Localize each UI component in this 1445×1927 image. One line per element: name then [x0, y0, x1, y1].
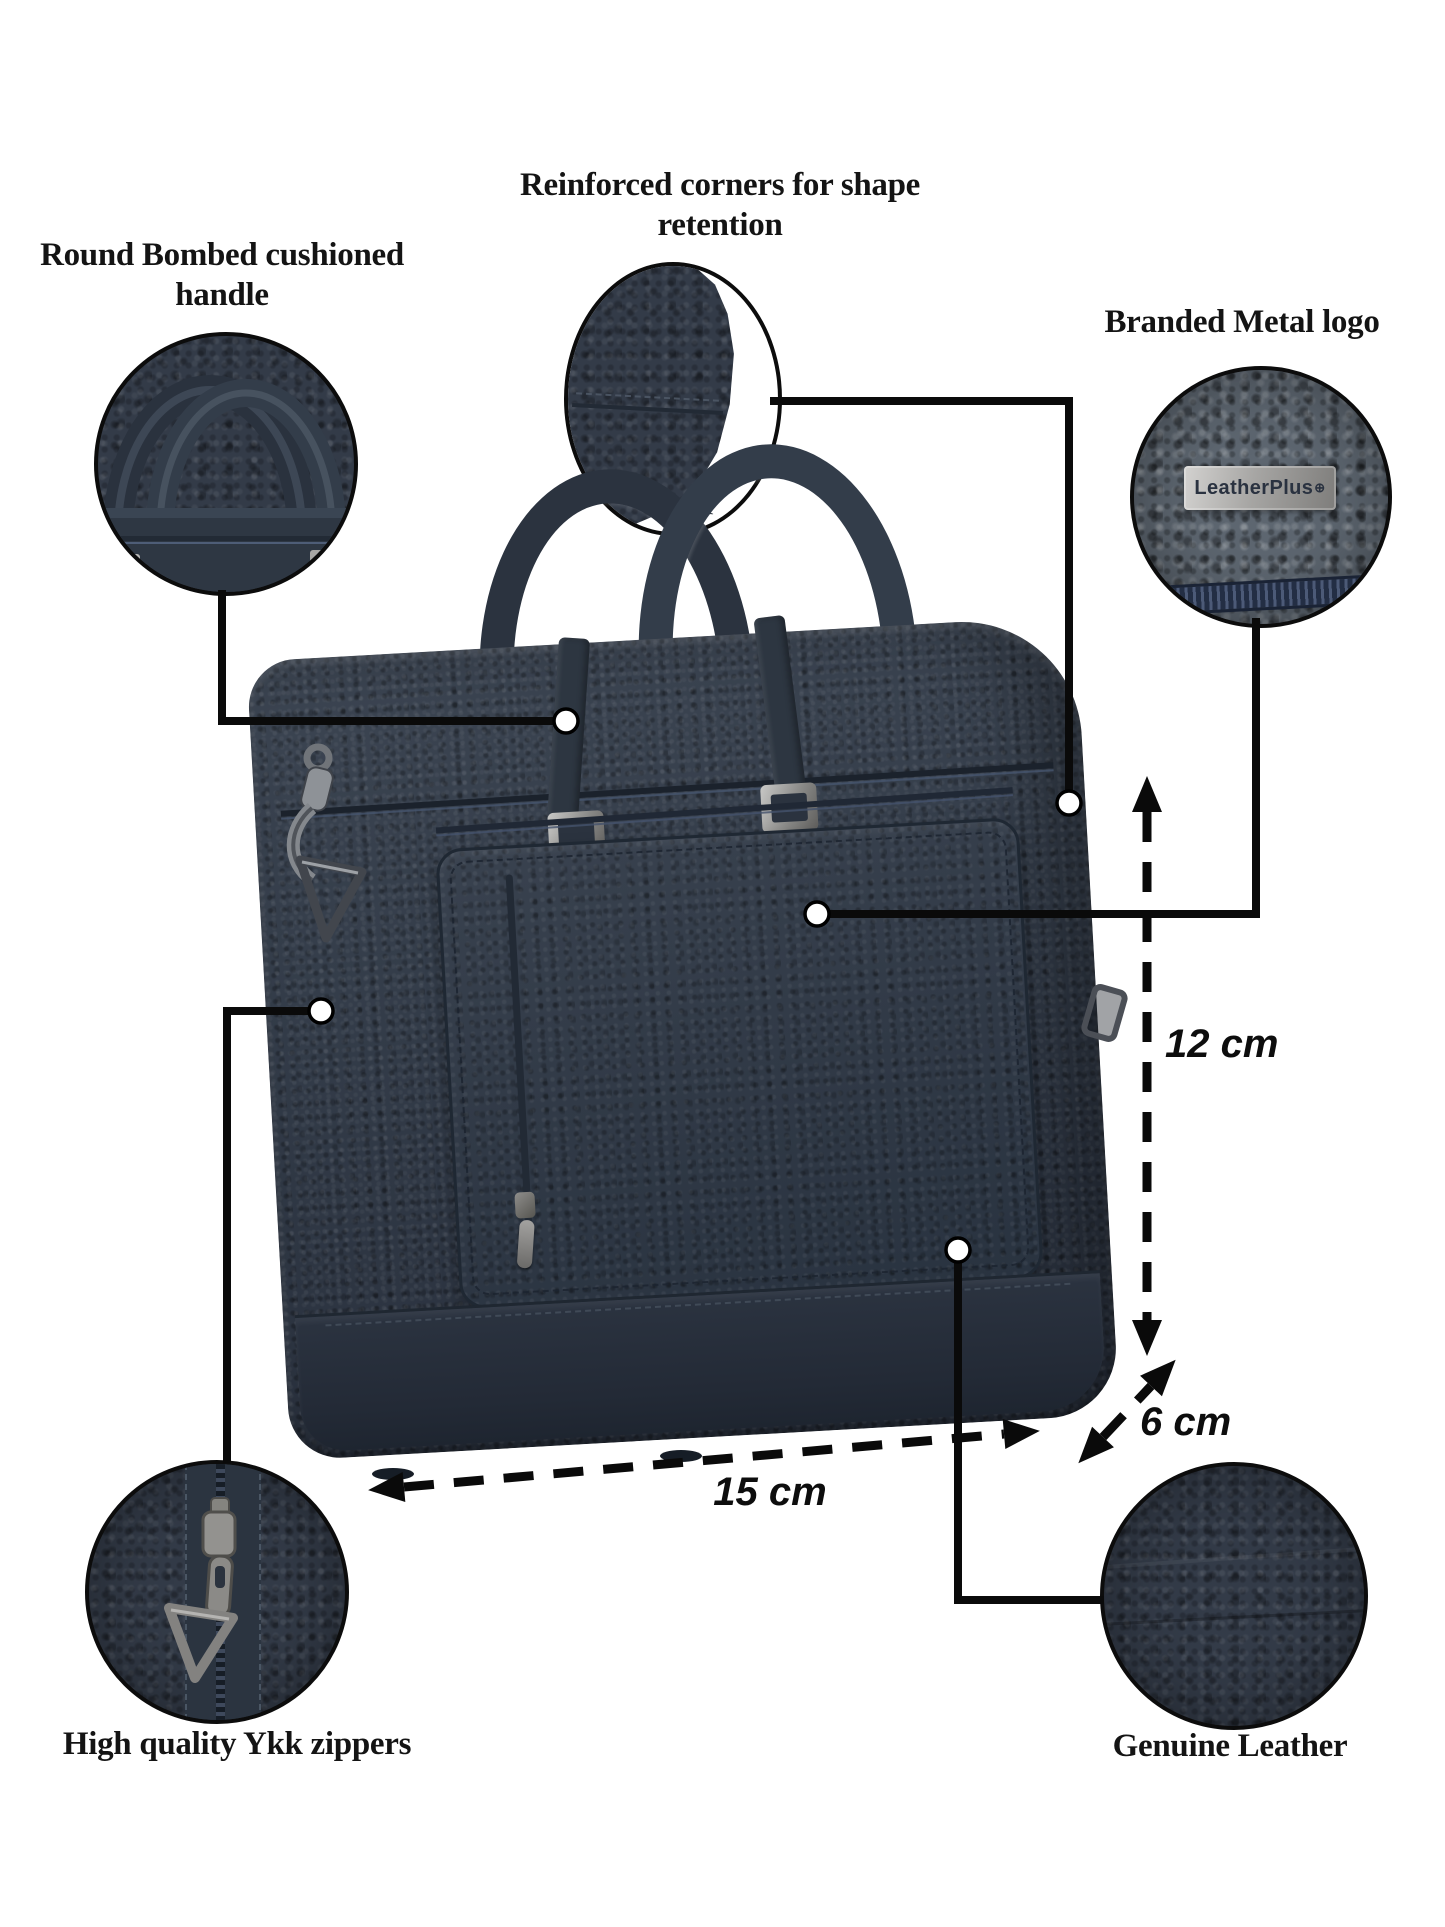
handle-closeup-art — [98, 375, 354, 592]
callout-label-corners: Reinforced corners for shape retention — [519, 167, 921, 243]
metal-logo-text: LeatherPlus — [1194, 476, 1314, 499]
shoulder-strap-clip — [286, 743, 367, 943]
pocket-side-zipper — [505, 874, 534, 1243]
band-zipper-line — [98, 536, 354, 541]
callout-circle-logo: LeatherPlus⊕ — [1130, 366, 1392, 628]
leather-crease-2 — [1104, 1609, 1364, 1626]
pocket-zipper-slider — [514, 1191, 536, 1219]
buckle-glimpse-left — [124, 554, 140, 592]
buckle-glimpse-right — [310, 550, 326, 592]
clip-body — [300, 766, 334, 812]
zipper-pull-art — [164, 1497, 238, 1683]
front-pocket — [435, 816, 1044, 1310]
callout-label-leather: Genuine Leather — [1112, 1728, 1348, 1764]
dimension-length-label: 15 cm — [713, 1470, 827, 1514]
pocket-zipper-pull — [516, 1219, 535, 1269]
leather-crease — [1104, 1546, 1364, 1570]
dimension-depth-label: 6 cm — [1140, 1400, 1232, 1444]
callout-circle-leather — [1100, 1462, 1368, 1730]
clip-swivel-ring — [303, 743, 333, 773]
callout-circle-zippers — [85, 1460, 349, 1724]
bag-foot-left — [372, 1468, 414, 1480]
logo-circle-zipper — [1134, 572, 1388, 618]
metal-logo-plate: LeatherPlus⊕ — [1184, 466, 1336, 510]
zipper-triangle-ring — [164, 1603, 238, 1683]
callout-label-handle: Round Bombed cushioned handle — [40, 237, 404, 313]
callout-circle-handle — [94, 332, 358, 596]
metal-logo-plus-icon: ⊕ — [1314, 480, 1326, 495]
bag-foot-right — [660, 1450, 702, 1462]
dimension-height-label: 12 cm — [1165, 1022, 1279, 1066]
zipper-slider — [201, 1510, 237, 1558]
callout-label-logo: Branded Metal logo — [1104, 304, 1380, 340]
callout-label-zippers: High quality Ykk zippers — [62, 1726, 412, 1762]
clip-triangle-ring — [295, 855, 367, 943]
